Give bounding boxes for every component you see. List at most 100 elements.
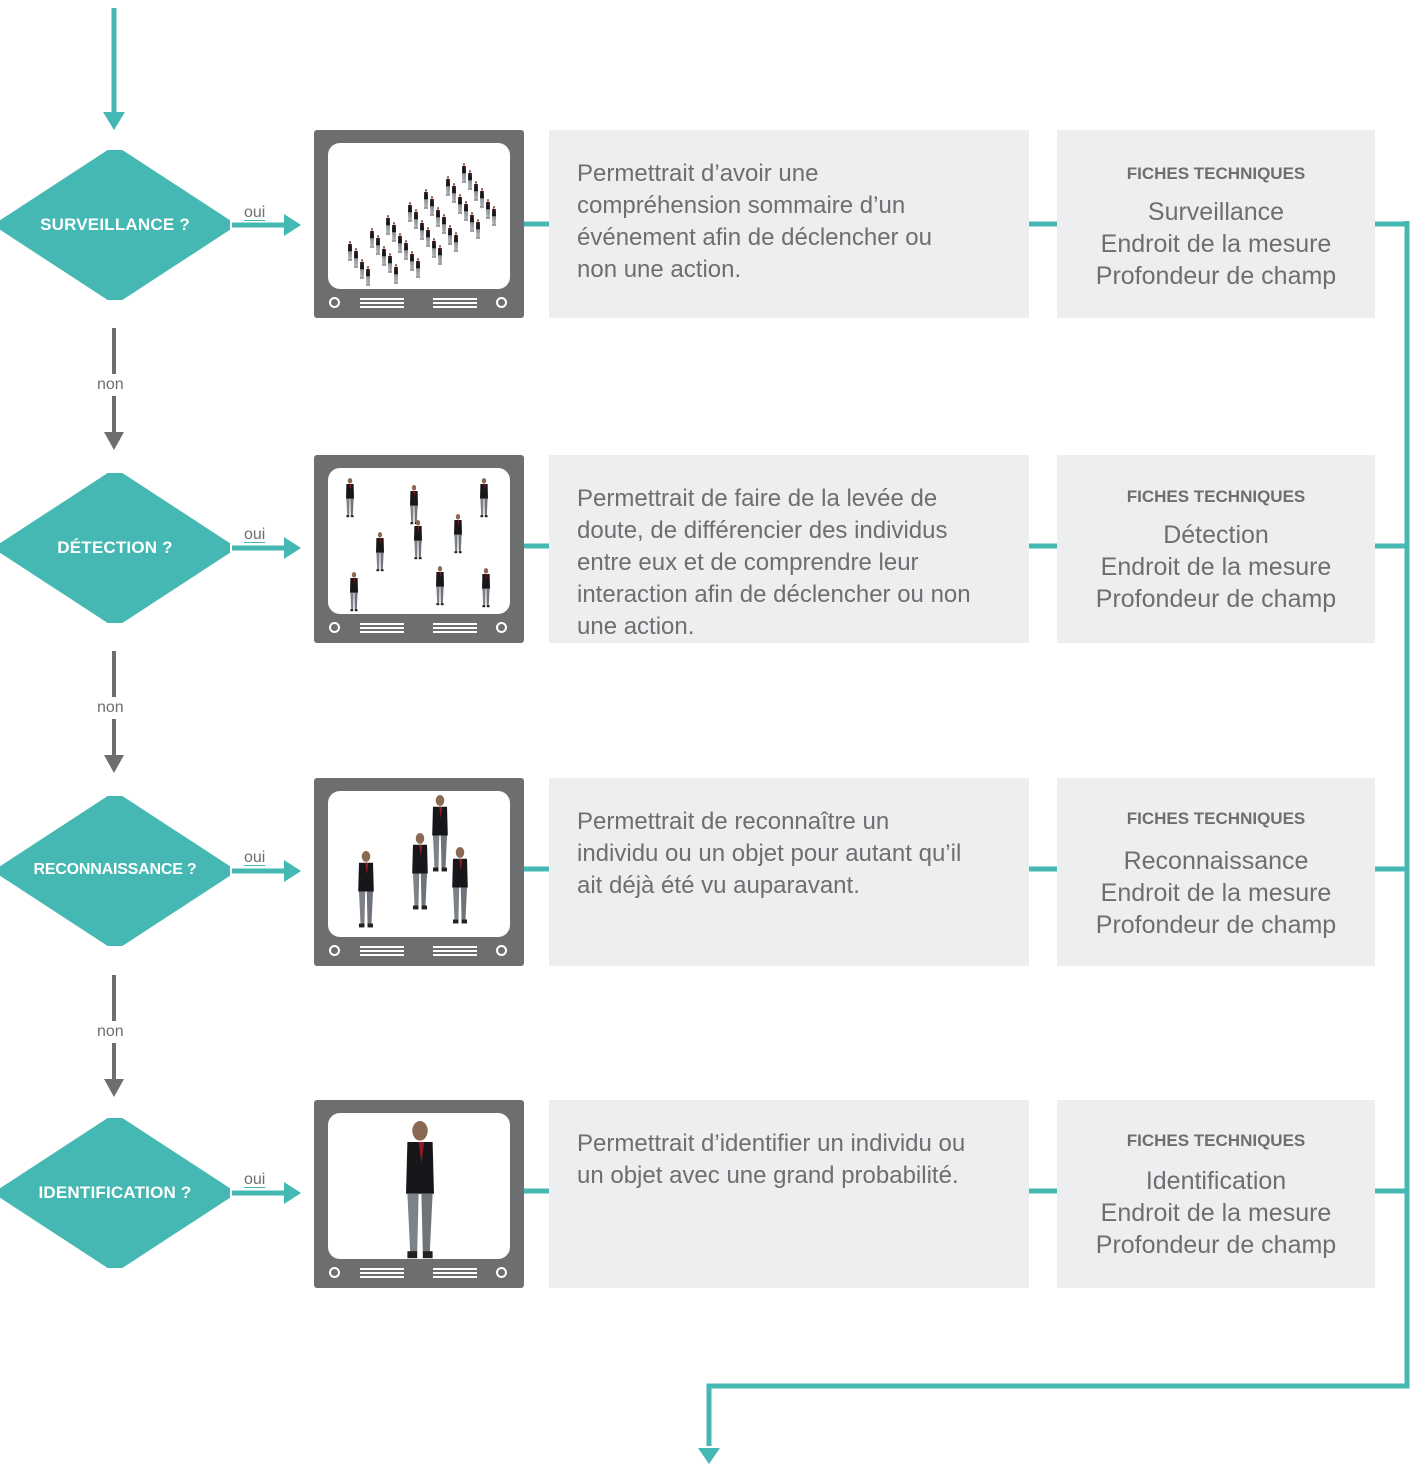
non-arrow-3	[104, 975, 124, 1097]
decision-diamond-reconnaissance	[0, 796, 230, 946]
fiche-link[interactable]: Profondeur de champ	[1095, 262, 1337, 290]
fiches-title: FICHES TECHNIQUES	[1126, 487, 1306, 506]
fiches-box-surveillance: FICHES TECHNIQUES Surveillance Endroit d…	[1057, 130, 1375, 318]
fiches-box-detection: FICHES TECHNIQUES Détection Endroit de l…	[1057, 455, 1375, 643]
person-figure	[388, 253, 392, 273]
person-figure	[464, 201, 468, 221]
oui-arrow-2	[232, 537, 301, 559]
fiches-box-reconnaissance: FICHES TECHNIQUES Reconnaissance Endroit…	[1057, 778, 1375, 966]
person-figure	[366, 266, 370, 286]
person-figure	[386, 215, 390, 235]
person-figure	[382, 246, 386, 266]
description-text: Permettrait d’avoir une compréhension so…	[577, 160, 932, 283]
person-figure	[398, 233, 402, 253]
fiche-link[interactable]: Endroit de la mesure	[1100, 553, 1332, 581]
crowd-illustration	[328, 143, 510, 289]
fiche-link[interactable]: Reconnaissance	[1123, 847, 1309, 875]
monitor-surveillance	[314, 130, 524, 318]
oui-label-2: oui	[244, 526, 266, 543]
monitor-knob-right	[496, 945, 507, 956]
description-box-identification: Permettrait d’identifier un individu ou …	[549, 1100, 1029, 1288]
person-figure	[404, 240, 408, 260]
person-figure	[376, 532, 384, 572]
person-figure	[426, 227, 430, 247]
monitor-desc-connectors	[524, 221, 549, 1194]
monitor-speaker-left	[360, 623, 404, 634]
fiches-title: FICHES TECHNIQUES	[1126, 809, 1306, 828]
person-figure	[410, 485, 418, 525]
monitor-speaker-left	[360, 946, 404, 957]
oui-label-1: oui	[244, 204, 266, 221]
person-figure	[416, 258, 420, 278]
person-figure	[486, 199, 490, 219]
description-text: Permettrait de reconnaître un individu o…	[577, 808, 962, 899]
description-text: Permettrait de faire de la levée de dout…	[577, 485, 971, 640]
decision-label-reconnaissance: RECONNAISSANCE ?	[33, 861, 197, 878]
fiche-link[interactable]: Endroit de la mesure	[1100, 230, 1332, 258]
decision-diamond-identification	[0, 1118, 230, 1268]
fiche-link[interactable]: Profondeur de champ	[1095, 1231, 1337, 1259]
non-arrow-1	[104, 328, 124, 450]
fiche-link[interactable]: Endroit de la mesure	[1100, 879, 1332, 907]
person-figure	[432, 238, 436, 258]
person-figure	[492, 206, 496, 226]
person-figure	[470, 212, 474, 232]
fiche-link[interactable]: Identification	[1145, 1167, 1287, 1195]
description-box-detection: Permettrait de faire de la levée de dout…	[549, 455, 1029, 643]
monitor-speaker-right	[433, 1268, 477, 1279]
oui-arrow-3	[232, 860, 301, 882]
group-illustration	[328, 791, 510, 937]
person-figure	[436, 566, 444, 606]
person-figure	[452, 183, 456, 203]
person-figure	[476, 219, 480, 239]
person-figure	[414, 209, 418, 229]
monitor-speaker-left	[360, 1268, 404, 1279]
decision-diamond-detection	[0, 473, 230, 623]
oui-label-3: oui	[244, 849, 266, 866]
person-figure	[432, 795, 448, 872]
person-figure	[358, 851, 374, 928]
monitor-detection	[314, 455, 524, 643]
person-figure	[452, 847, 468, 924]
person-figure	[370, 228, 374, 248]
person-figure	[474, 181, 478, 201]
monitor-speaker-right	[433, 623, 477, 634]
person-figure	[458, 194, 462, 214]
oui-arrow-4	[232, 1182, 301, 1204]
fiche-link[interactable]: Endroit de la mesure	[1100, 1199, 1332, 1227]
person-figure	[480, 188, 484, 208]
person-figure	[436, 207, 440, 227]
person-figure	[414, 520, 422, 560]
monitor-knob-right	[496, 1267, 507, 1278]
desc-fiche-connectors	[1029, 221, 1057, 1194]
person-figure	[462, 163, 466, 183]
fiche-link[interactable]: Profondeur de champ	[1095, 911, 1337, 939]
monitor-speaker-right	[433, 946, 477, 957]
monitor-knob-left	[329, 945, 340, 956]
person-figure	[446, 176, 450, 196]
decision-label-identification: IDENTIFICATION ?	[38, 1183, 192, 1202]
person-figure	[442, 214, 446, 234]
fiche-link[interactable]: Détection	[1163, 521, 1269, 549]
person-figure	[430, 196, 434, 216]
description-text: Permettrait d’identifier un individu ou …	[577, 1130, 966, 1189]
monitor-knob-left	[329, 622, 340, 633]
non-label-2: non	[97, 699, 124, 717]
monitor-speaker-left	[360, 298, 404, 309]
description-box-reconnaissance: Permettrait de reconnaître un individu o…	[549, 778, 1029, 966]
person-figure	[448, 225, 452, 245]
person-figure	[350, 572, 358, 612]
exit-arrowhead	[698, 1448, 720, 1464]
person-figure	[354, 248, 358, 268]
fiches-box-identification: FICHES TECHNIQUES Identification Endroit…	[1057, 1100, 1375, 1288]
monitor-knob-left	[329, 1267, 340, 1278]
fiche-link[interactable]: Profondeur de champ	[1095, 585, 1337, 613]
fiche-link[interactable]: Surveillance	[1147, 198, 1285, 226]
person-figure	[392, 222, 396, 242]
person-figure	[348, 241, 352, 261]
person-figure	[454, 514, 462, 554]
monitor-reconnaissance	[314, 778, 524, 966]
person-figure	[408, 202, 412, 222]
person-figure	[346, 478, 354, 518]
